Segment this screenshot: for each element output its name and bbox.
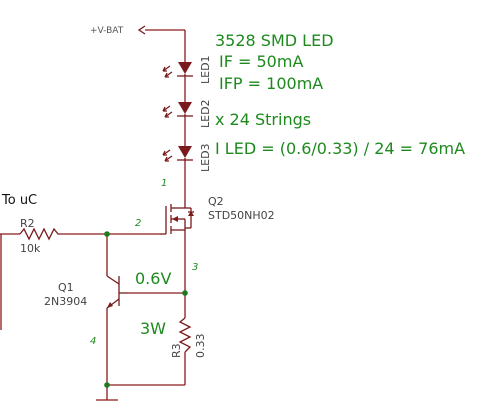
to-uc-label: To uC — [1, 193, 37, 208]
node-number-3: 3 — [192, 262, 198, 273]
vbat-arrow — [137, 25, 146, 35]
note-ifp: IFP = 100mA — [219, 74, 323, 93]
note-led-type: 3528 SMD LED — [215, 31, 334, 50]
note-power: 3W — [140, 319, 166, 338]
junction-gate — [104, 231, 110, 237]
led2-ref: LED2 — [199, 99, 212, 128]
q1-ref: Q1 — [58, 281, 74, 294]
r2-value: 10k — [20, 242, 41, 255]
q1-value: 2N3904 — [44, 295, 87, 308]
r2-ref: R2 — [20, 217, 35, 230]
junction-sense — [182, 290, 188, 296]
note-strings: x 24 Strings — [215, 110, 311, 129]
led3: LED3 — [162, 143, 212, 172]
vbat-label: +V-BAT — [90, 26, 124, 36]
led2: LED2 — [162, 99, 212, 128]
q2-ref: Q2 — [208, 195, 224, 208]
note-if: IF = 50mA — [219, 52, 303, 71]
node-number-4: 4 — [90, 336, 96, 347]
note-i-led: I LED = (0.6/0.33) / 24 = 76mA — [215, 139, 465, 158]
r3-value: 0.33 — [194, 334, 207, 359]
r3-resistor: R3 0.33 — [170, 317, 207, 359]
led1-ref: LED1 — [199, 55, 212, 84]
r2-resistor: R2 10k — [19, 217, 60, 255]
q2-mosfet: Q2 STD50NH02 — [160, 195, 275, 238]
junction-gnd — [104, 382, 110, 388]
note-vbe: 0.6V — [135, 269, 171, 288]
r3-ref: R3 — [170, 343, 183, 358]
node-number-1: 1 — [161, 178, 167, 189]
led1: LED1 — [162, 55, 212, 84]
led3-ref: LED3 — [199, 143, 212, 172]
node-number-2: 2 — [135, 218, 141, 229]
wires — [0, 29, 186, 401]
q2-value: STD50NH02 — [208, 209, 275, 222]
q1-transistor: Q1 2N3904 — [44, 272, 128, 310]
